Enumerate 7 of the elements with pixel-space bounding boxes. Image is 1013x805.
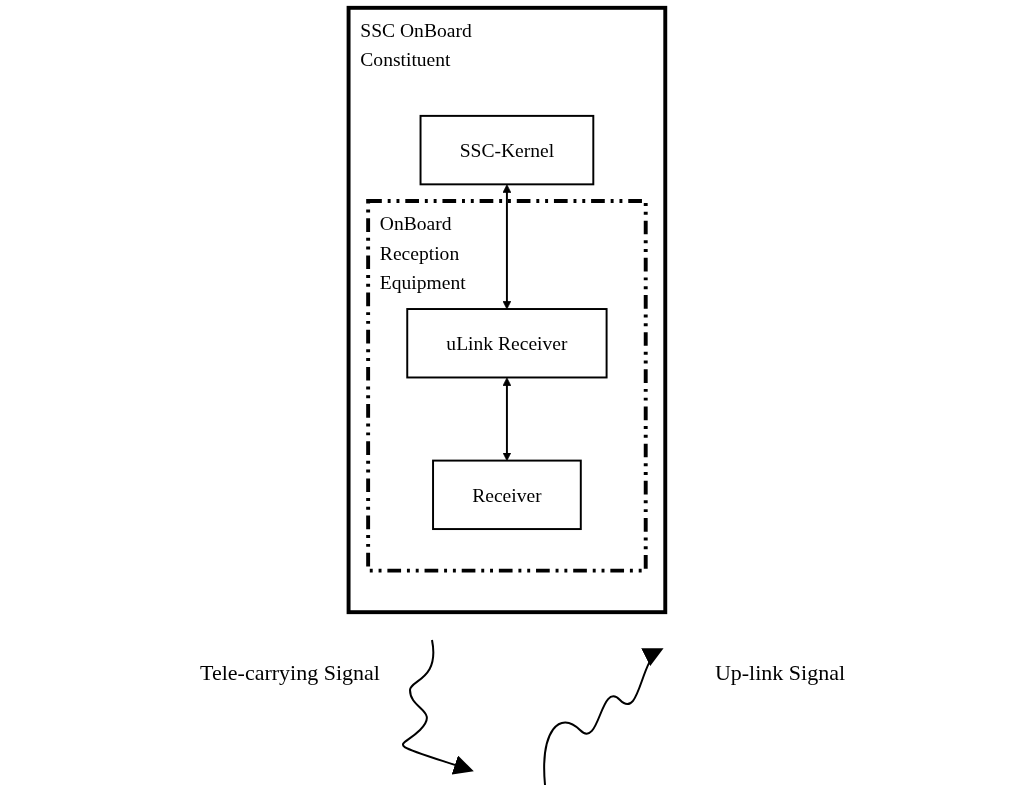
arrow	[502, 184, 511, 310]
signal-label: Tele-carrying Signal	[199, 660, 381, 686]
node-box: Receiver	[431, 459, 582, 531]
arrow	[502, 377, 511, 461]
signal-label: Up-link Signal	[713, 660, 847, 686]
node-box: SSC-Kernel	[419, 114, 594, 186]
node-box: uLink Receiver	[405, 308, 608, 379]
